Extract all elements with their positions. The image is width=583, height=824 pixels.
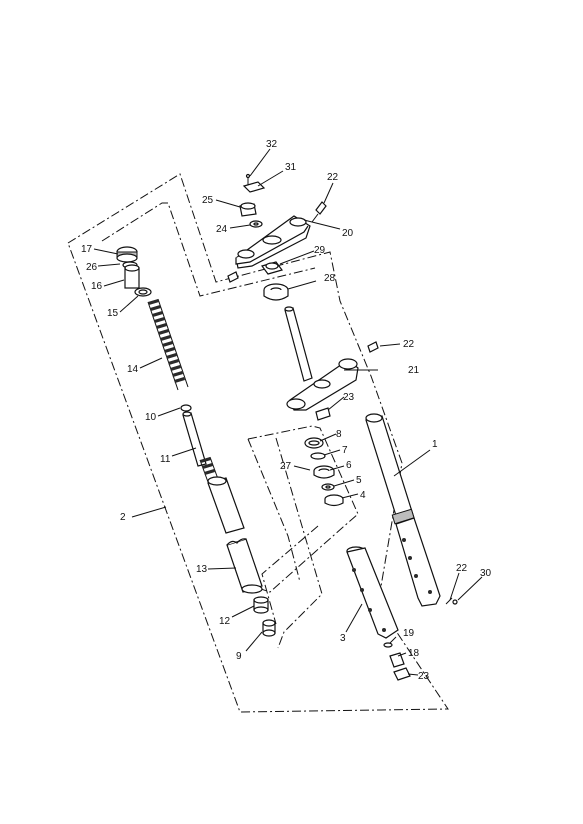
callout-18: 18 [408, 648, 420, 659]
callout-11: 11 [160, 454, 171, 465]
fork-tube-3 [346, 546, 399, 639]
tube-13 [226, 538, 263, 594]
clip-7 [310, 452, 326, 460]
leader-lines [93, 148, 483, 676]
callout-30: 30 [480, 568, 492, 579]
callout-7: 7 [342, 445, 348, 456]
callout-27: 27 [280, 461, 292, 472]
callout-17: 17 [81, 244, 93, 255]
bush-4 [324, 494, 344, 507]
callout-3: 3 [340, 633, 346, 644]
spring-14 [147, 298, 189, 391]
callout-20: 20 [342, 228, 354, 239]
lower-yoke-21 [286, 358, 359, 411]
callout-9: 9 [236, 651, 242, 662]
nut-25 [239, 202, 257, 217]
callout-4: 4 [360, 490, 366, 501]
bolt-18 [389, 652, 405, 668]
nut-23-lower [393, 667, 411, 681]
callout-26: 26 [86, 262, 98, 273]
callout-10: 10 [145, 412, 157, 423]
spring-seat-15 [134, 287, 152, 297]
callout-23-b: 23 [343, 392, 355, 403]
upper-tube-section [207, 476, 245, 534]
bush-12 [253, 596, 269, 614]
seal-8 [304, 437, 324, 449]
callout-8: 8 [336, 429, 342, 440]
rebound-spring [199, 456, 219, 483]
fork-cap-17 [116, 246, 138, 263]
bush-9 [262, 619, 276, 637]
callout-16: 16 [91, 281, 103, 292]
washer-5 [321, 483, 335, 491]
screw-22-30 [445, 597, 458, 605]
callout-25: 25 [202, 195, 214, 206]
callout-22-c: 22 [456, 563, 468, 574]
damper-rod-11 [182, 411, 207, 467]
washer-19 [383, 642, 393, 648]
steering-stem [284, 306, 313, 382]
callout-28: 28 [324, 273, 336, 284]
fork-tube-1 [365, 413, 441, 607]
callout-31: 31 [285, 162, 297, 173]
callout-6: 6 [346, 460, 352, 471]
top-yoke-20 [235, 215, 311, 269]
spacer-16 [124, 264, 140, 289]
callout-29: 29 [314, 245, 326, 256]
callout-22-b: 22 [403, 339, 415, 350]
callout-21: 21 [408, 365, 420, 376]
nut-23-upper [315, 407, 331, 421]
callout-15: 15 [107, 308, 119, 319]
callout-13: 13 [196, 564, 208, 575]
dust-seal-6 [313, 465, 335, 479]
damper-group-boundary [247, 425, 359, 649]
fork-assembly-boundary [67, 173, 449, 713]
callout-12: 12 [219, 616, 231, 627]
callout-14: 14 [127, 364, 139, 375]
bolt-22-top [311, 201, 327, 223]
callout-22-a: 22 [327, 172, 339, 183]
clip-31 [242, 181, 266, 193]
callout-32: 32 [266, 139, 278, 150]
bolt-small-yoke [227, 271, 239, 283]
o-ring-10 [180, 404, 192, 412]
callout-1: 1 [432, 439, 438, 450]
bearing-28 [263, 283, 289, 301]
bolt-22-lower [367, 341, 379, 353]
callout-2: 2 [120, 512, 126, 523]
callout-labels: 1 2 3 4 5 6 7 8 9 10 11 12 13 14 15 16 1… [81, 139, 492, 682]
nut-29 [260, 261, 284, 275]
callout-23-a: 23 [418, 671, 430, 682]
callout-5: 5 [356, 475, 362, 486]
callout-24: 24 [216, 224, 228, 235]
washer-24 [249, 220, 263, 228]
callout-19: 19 [403, 628, 415, 639]
